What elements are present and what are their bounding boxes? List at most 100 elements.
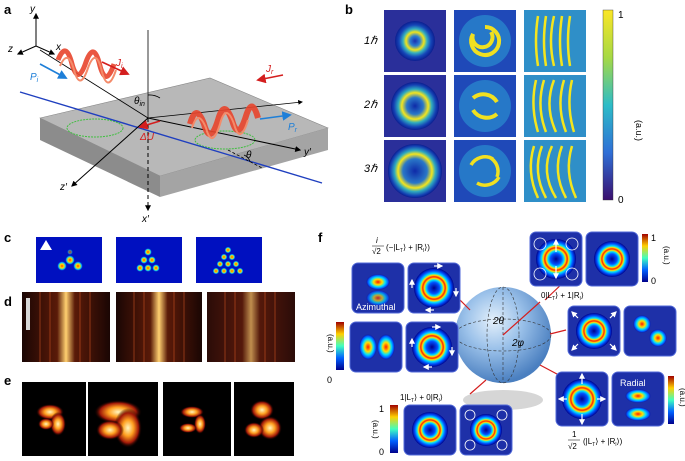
d-image-2 — [116, 292, 202, 362]
svg-text:(a.u.): (a.u.) — [678, 388, 685, 407]
row-label-2: 2ℏ — [363, 99, 378, 111]
c-tile-3 — [196, 237, 262, 283]
state-bottom-right-text: (|LT⟩ + |Rl⟩) — [583, 437, 623, 448]
svg-text:0: 0 — [651, 276, 656, 286]
panel-c-arrays — [36, 237, 262, 283]
incident-helical-beam — [55, 48, 117, 84]
label-z-prime: z′ — [59, 182, 68, 193]
state-bottom-left-text: 1|LT⟩ + 0|Rl⟩ — [400, 393, 443, 404]
panel-label-a: a — [4, 2, 12, 17]
state-mid-left: (a.u.) 0 — [326, 321, 459, 385]
incident-axis — [39, 49, 149, 119]
state-bottom-left: 1|LT⟩ + 0|Rl⟩ 1 0 (a.u.) — [371, 393, 513, 457]
sphere-2phi: 2φ — [511, 338, 525, 349]
p-r-arrow — [259, 111, 292, 121]
label-p-i: Pi — [30, 72, 39, 84]
j-i-arrow — [101, 61, 130, 76]
svg-text:1: 1 — [572, 430, 577, 439]
f-colorbar-bottom-left — [390, 405, 398, 453]
metasurface-right-face — [160, 128, 328, 197]
b-colorbar-min: 0 — [618, 195, 624, 206]
azimuthal-label: Azimuthal — [356, 302, 396, 312]
plane-line — [19, 91, 323, 184]
metasurface-left-face — [40, 118, 160, 197]
svg-text:√2: √2 — [568, 442, 577, 451]
b-colorbar-max: 1 — [618, 10, 624, 21]
state-vector — [502, 301, 541, 336]
b-spiral-2 — [471, 92, 499, 120]
state-top-left: i √2 (−|LT⟩ + |Rl⟩) Azimuthal — [351, 236, 461, 314]
svg-text:1: 1 — [379, 404, 384, 414]
panel-a-diagram: y z x x′ z′ y′ Pi Pr Ji Jr θin θ ΔU — [7, 4, 329, 225]
label-z: z — [7, 44, 13, 55]
label-delta-u: ΔU — [139, 132, 155, 143]
y-prime-axis — [147, 117, 302, 152]
svg-text:1: 1 — [651, 233, 656, 243]
j-r-arrow — [256, 73, 284, 84]
state-top-left-text: (−|LT⟩ + |Rl⟩) — [386, 243, 430, 254]
d-scale-bar — [26, 298, 30, 330]
f-colorbar-top — [642, 234, 648, 282]
b-donut-2 — [391, 82, 439, 130]
panel-e-beams — [22, 382, 294, 456]
z-axis — [16, 45, 37, 55]
state-top-right-text: 0|LT⟩ + 1|Rl⟩ — [541, 291, 584, 302]
label-x: x — [55, 42, 62, 53]
panel-label-b: b — [345, 2, 353, 17]
label-y: y — [29, 4, 36, 15]
x-axis — [35, 45, 56, 55]
label-j-r: Jr — [265, 64, 274, 76]
sphere-2theta: 2θ — [492, 316, 505, 327]
panel-b-grid: 1ℏ 2ℏ 3ℏ 1 0 — [363, 9, 644, 206]
reflected-helical-beam — [187, 103, 261, 139]
svg-text:√2: √2 — [372, 247, 381, 256]
label-y-prime: y′ — [303, 147, 312, 158]
mid-right-intensity-tile — [623, 305, 677, 357]
f-colorbar-bottom-right — [668, 376, 674, 424]
panel-f-poincare: 2θ 2φ i √2 (−|LT⟩ + |Rl⟩) Azimuthal — [326, 231, 685, 457]
label-x-prime: x′ — [141, 214, 150, 225]
f-colorbar-mid-left — [336, 322, 344, 370]
theta-in-arc — [147, 94, 161, 99]
panel-d-interferograms — [22, 292, 295, 362]
grating-spot-left — [66, 118, 124, 138]
state-bottom-right: Radial (a.u.) 1 √2 (|LT⟩ + |Rl⟩) — [555, 371, 685, 451]
label-p-r: Pr — [288, 122, 298, 134]
c-triangle-icon — [40, 240, 52, 250]
svg-text:(a.u.): (a.u.) — [662, 246, 671, 265]
delta-u-arrow — [138, 120, 161, 130]
panel-label-c: c — [4, 230, 12, 245]
row-label-1: 1ℏ — [364, 35, 378, 47]
b-fringe-lines-2 — [532, 79, 576, 133]
svg-text:(a.u.): (a.u.) — [326, 334, 335, 353]
p-i-arrow — [39, 63, 68, 79]
d-fringe-lines — [39, 292, 276, 362]
panel-label-d: d — [4, 294, 12, 309]
b-fringe-lines-3 — [529, 145, 578, 199]
b-colorbar — [602, 9, 614, 201]
panel-label-f: f — [318, 230, 323, 245]
b-donut-1 — [395, 21, 435, 61]
row-label-3: 3ℏ — [364, 163, 378, 175]
state-top-right: 1 0 (a.u.) 0|LT⟩ + 1|Rl⟩ — [529, 231, 671, 302]
svg-text:0: 0 — [327, 375, 332, 385]
b-donut-3 — [388, 144, 442, 198]
theta-ref-line — [227, 149, 263, 169]
label-theta: θ — [246, 150, 252, 161]
radial-label: Radial — [620, 378, 646, 388]
svg-text:i: i — [376, 236, 378, 245]
svg-text:(a.u.): (a.u.) — [371, 420, 380, 439]
panel-label-e: e — [4, 373, 12, 388]
b-colorbar-label: (a.u.) — [634, 120, 644, 141]
state-mid-right — [567, 305, 677, 357]
b-fringe-lines-1 — [534, 15, 572, 67]
label-j-i: Ji — [115, 58, 123, 70]
grating-spot-right — [194, 130, 256, 150]
svg-text:0: 0 — [379, 447, 384, 457]
b-fringe-1 — [524, 10, 586, 72]
b-spiral-1 — [469, 24, 502, 57]
d-image-1 — [22, 292, 110, 362]
b-spiral-3 — [469, 155, 501, 187]
label-theta-in: θin — [134, 96, 145, 108]
